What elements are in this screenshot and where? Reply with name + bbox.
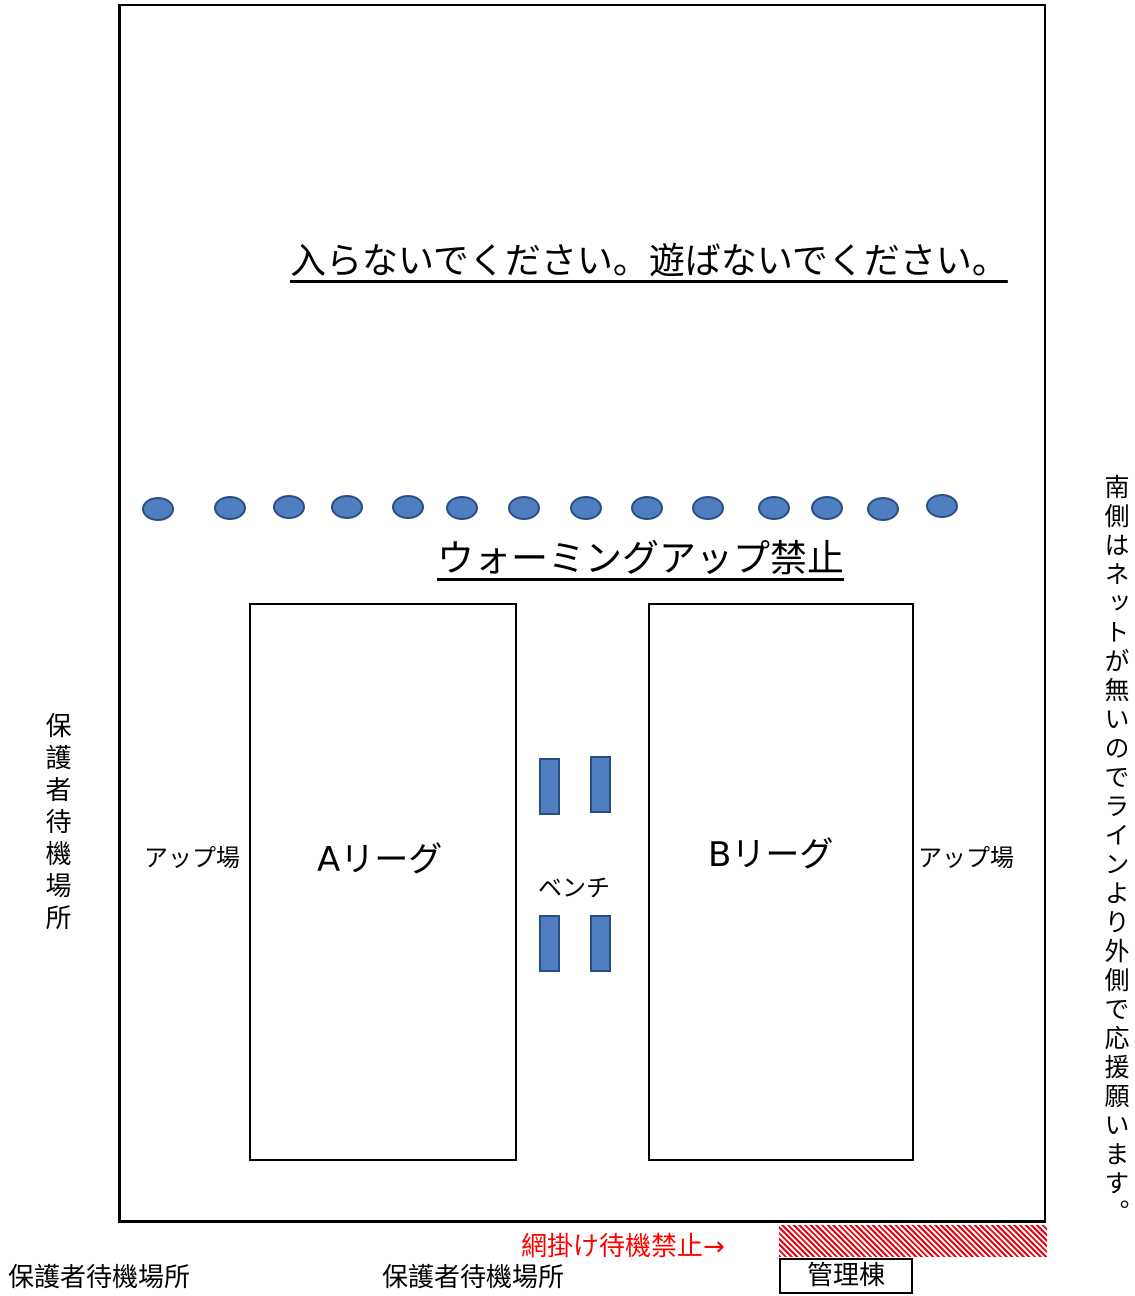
guardian-area-left-label: 保護者待機場所 [41, 712, 71, 936]
marker-dot [811, 496, 843, 520]
marker-dot [392, 495, 424, 519]
marker-dot [867, 497, 899, 521]
no-entry-notice: 入らないでください。遊ばないでください。 [290, 241, 1008, 282]
marker-dot [142, 497, 174, 521]
warmup-area-right-label: アップ場 [918, 844, 1014, 872]
admin-building-label: 管理棟 [779, 1258, 913, 1294]
marker-dot [331, 495, 363, 519]
net-waiting-prohibited-label: 網掛け待機禁止→ [521, 1232, 725, 1262]
guardian-area-bottom-left-label: 保護者待機場所 [8, 1263, 191, 1293]
court-b [648, 603, 914, 1161]
bench-label: ベンチ [538, 874, 610, 902]
marker-dot [570, 496, 602, 520]
bench-icon [539, 915, 560, 972]
court-a [249, 603, 517, 1161]
marker-dot [508, 496, 540, 520]
marker-dot [446, 496, 478, 520]
marker-dot [214, 496, 246, 520]
south-side-note: 南側はネットが無いのでラインより外側で応援願います。 [1101, 474, 1130, 1228]
net-hatched-area [779, 1225, 1047, 1257]
marker-dot [273, 495, 305, 519]
bench-icon [590, 915, 611, 972]
guardian-area-bottom-center-label: 保護者待機場所 [382, 1263, 565, 1293]
marker-dot [926, 494, 958, 518]
marker-dot [631, 496, 663, 520]
court-a-label: Aリーグ [317, 840, 443, 880]
field-boundary [118, 4, 1046, 1223]
warmup-area-left-label: アップ場 [144, 844, 240, 872]
marker-dot [758, 496, 790, 520]
bench-icon [590, 756, 611, 813]
bench-icon [539, 758, 560, 815]
no-warmup-notice: ウォーミングアップ禁止 [437, 537, 844, 580]
court-b-label: Bリーグ [708, 835, 834, 875]
marker-dot [692, 496, 724, 520]
